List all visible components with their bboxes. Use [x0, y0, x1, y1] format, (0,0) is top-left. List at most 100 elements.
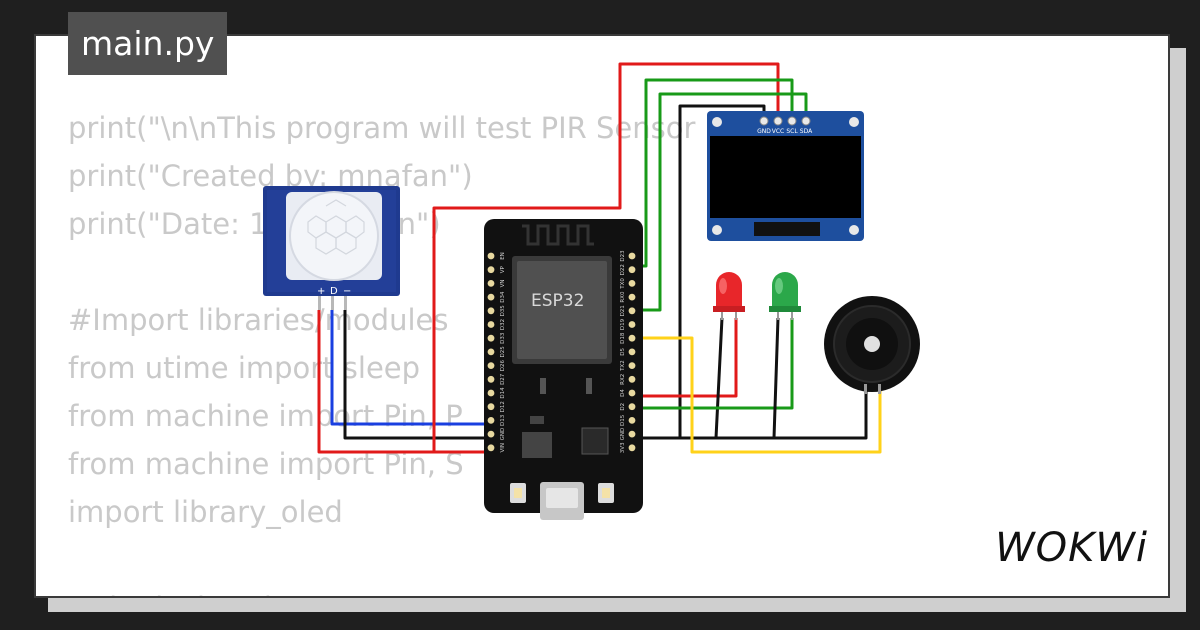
esp32-pin-right-2[interactable] [628, 280, 636, 287]
esp32-pin-label: RX2 [620, 374, 626, 385]
esp32-pin-label: D14 [500, 387, 506, 399]
esp32-pin-left-7[interactable] [487, 348, 495, 356]
pir-sensor[interactable]: + D − [263, 186, 400, 310]
esp32-pin-label: VN [500, 279, 506, 287]
esp32-pin-label: GND [620, 428, 626, 441]
oled-screen [710, 136, 861, 218]
wire-led-green-gnd [716, 317, 780, 440]
esp32-pin-label: D26 [500, 359, 506, 371]
esp32-pin-right-9[interactable] [628, 375, 636, 383]
wokwi-logo: WOKWi [995, 525, 1148, 571]
esp32-pin-label: D18 [620, 332, 626, 344]
esp32-pin-left-13[interactable] [487, 430, 495, 438]
wire-oled-sda [632, 92, 808, 312]
oled-pin-label: VCC [772, 128, 784, 135]
esp32-pin-right-11[interactable] [628, 403, 636, 411]
buzzer-icon[interactable] [824, 296, 920, 394]
file-tab[interactable]: main.py [68, 12, 228, 75]
voltage-regulator [522, 432, 552, 458]
esp32-pin-right-7[interactable] [628, 348, 636, 356]
esp32-pin-left-10[interactable] [487, 389, 495, 397]
esp32-pin-label: D21 [620, 305, 626, 316]
led-red[interactable] [713, 272, 745, 320]
esp32-pin-right-3[interactable] [628, 293, 636, 301]
oled-pin-label: SDA [800, 128, 813, 135]
esp32-pin-right-13[interactable] [628, 430, 636, 438]
esp32-pin-label: VIN [500, 443, 506, 453]
esp32-pin-right-5[interactable] [628, 321, 636, 328]
oled-pin-sda[interactable] [801, 116, 811, 126]
esp32-pin-right-12[interactable] [628, 417, 636, 424]
esp32-pin-label: GND [500, 428, 506, 441]
esp32-pin-right-14[interactable] [628, 444, 636, 452]
esp32-pin-label: EN [500, 252, 506, 260]
esp32-pin-label: D12 [500, 401, 506, 412]
esp32-pin-label: TX2 [620, 360, 626, 372]
code-line: import library_oled [68, 495, 343, 529]
esp32-pin-label: D25 [500, 346, 506, 358]
esp32-pin-left-5[interactable] [487, 321, 495, 328]
esp32-pin-left-12[interactable] [487, 417, 495, 424]
oled-pin-vcc[interactable] [773, 116, 783, 126]
esp32-pin-left-1[interactable] [487, 266, 495, 274]
esp32-pin-label: VP [500, 265, 506, 273]
wire-led-green [632, 318, 794, 410]
esp32-pin-left-2[interactable] [487, 280, 495, 287]
led-green[interactable] [769, 272, 801, 320]
wire-oled-vcc [432, 62, 780, 454]
esp32-pin-right-1[interactable] [628, 266, 636, 274]
code-line: #Pin declarati [68, 584, 695, 596]
esp32-pin-label: D33 [500, 332, 506, 344]
esp32-pin-label: D19 [620, 318, 626, 330]
usb-uart-chip [581, 427, 609, 455]
esp32-pin-label: D32 [500, 319, 506, 330]
esp32-pin-label: D35 [500, 305, 506, 317]
wire-pir-data [330, 310, 491, 426]
pir-pin-plus-label: + [317, 286, 325, 297]
esp32-pin-left-3[interactable] [487, 293, 495, 301]
esp32-pin-label: TX0 [620, 278, 626, 290]
esp32-chip-label: ESP32 [531, 291, 584, 311]
esp32-pin-label: D27 [500, 373, 506, 385]
esp32-pin-label: D5 [620, 348, 626, 356]
pir-pin-minus-label: − [343, 286, 351, 297]
wire-led-red [632, 318, 738, 398]
esp32-pin-label: 3V3 [620, 442, 626, 453]
esp32-pin-right-4[interactable] [628, 307, 636, 315]
pir-pin-d-label: D [330, 286, 338, 297]
esp32-pin-label: D34 [500, 291, 506, 303]
esp32-pin-label: D15 [620, 414, 626, 426]
pir-dome-pattern [307, 199, 365, 255]
esp32-pin-left-11[interactable] [487, 403, 495, 411]
esp32-board[interactable]: ESP32 ENVPVND34D35D32D33D25D26D27D14D12D… [484, 219, 643, 520]
esp32-pin-label: D23 [620, 250, 626, 262]
wire-buzzer-signal [632, 336, 882, 454]
antenna-icon [522, 224, 594, 246]
esp32-pin-label: RX0 [620, 291, 626, 303]
esp32-pin-label: D22 [620, 264, 626, 275]
oled-pin-scl[interactable] [787, 116, 797, 126]
wire-pir-gnd [343, 310, 491, 440]
esp32-pin-right-6[interactable] [628, 334, 636, 342]
wire-buzzer-gnd [632, 388, 868, 440]
code-line: #Import libraries/modules [68, 303, 449, 337]
esp32-pin-left-4[interactable] [487, 307, 495, 315]
code-line: from machine import Pin, P [68, 399, 463, 433]
esp32-pin-left-6[interactable] [487, 334, 495, 342]
esp32-pin-right-0[interactable] [628, 252, 636, 260]
esp32-pin-left-9[interactable] [487, 375, 495, 383]
esp32-pin-left-14[interactable] [487, 444, 495, 452]
esp32-pin-label: D13 [500, 414, 506, 426]
oled-pin-label: SCL [786, 128, 798, 135]
oled-pin-gnd[interactable] [759, 116, 769, 126]
esp32-pin-left-0[interactable] [487, 252, 495, 260]
esp32-pin-label: D2 [620, 403, 626, 411]
esp32-pin-right-10[interactable] [628, 389, 636, 397]
esp32-pin-label: D4 [620, 389, 626, 397]
oled-pin-label: GND [757, 128, 771, 135]
esp32-pin-right-8[interactable] [628, 362, 636, 369]
esp32-pin-left-8[interactable] [487, 362, 495, 369]
